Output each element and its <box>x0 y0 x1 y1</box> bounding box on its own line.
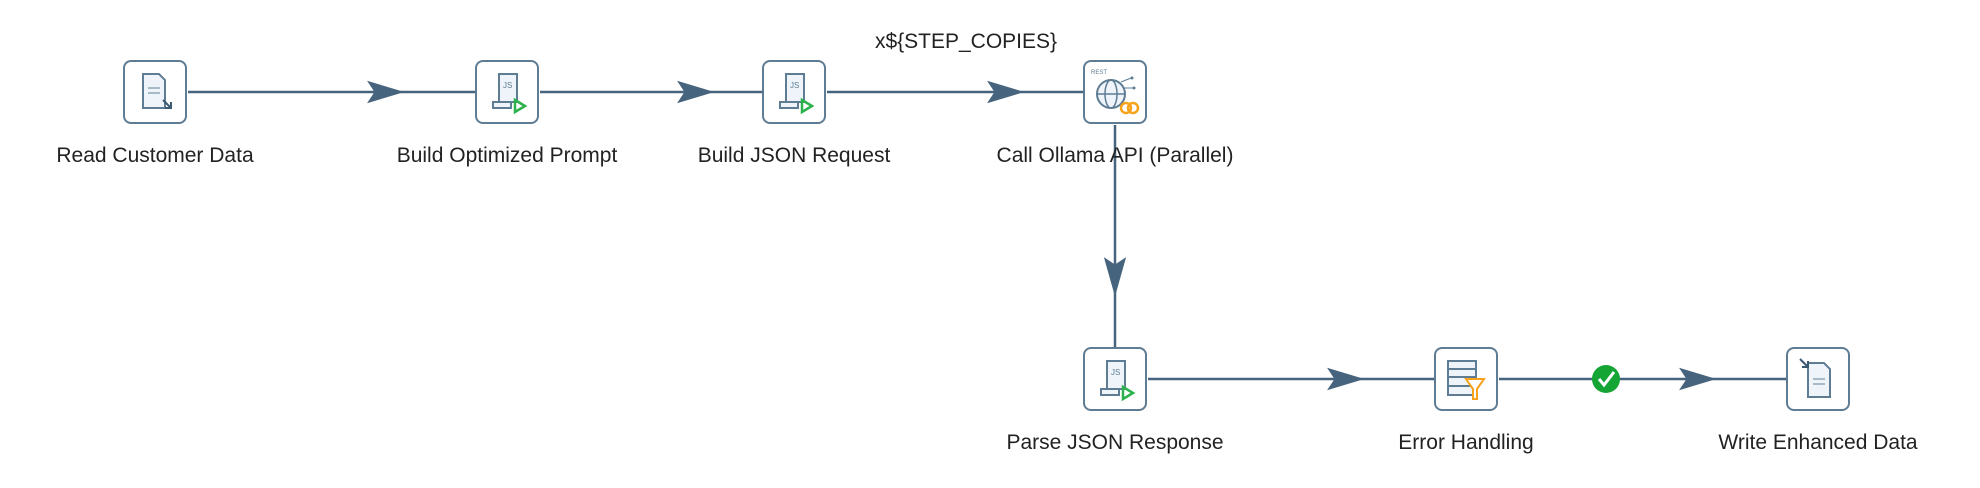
filter-rows-icon <box>1447 360 1486 400</box>
svg-text:REST: REST <box>1091 70 1107 76</box>
step-label: Call Ollama API (Parallel) <box>996 144 1234 167</box>
arrow-head <box>987 80 1025 104</box>
arrow-head <box>1679 367 1717 391</box>
step-label: Read Customer Data <box>56 144 254 167</box>
arrow-head <box>1327 367 1365 391</box>
step-copies-label: x${STEP_COPIES} <box>874 30 1058 53</box>
step-label: Build JSON Request <box>697 144 891 167</box>
step-build-json-request[interactable]: JS <box>762 60 826 124</box>
arrow-head <box>677 80 715 104</box>
rest-client-icon: REST <box>1091 70 1140 115</box>
step-label: Write Enhanced Data <box>1718 431 1918 454</box>
svg-text:JS: JS <box>790 81 799 90</box>
step-label: Build Optimized Prompt <box>396 144 618 167</box>
text-file-output-icon <box>1799 358 1831 398</box>
step-parse-json-response[interactable]: JS <box>1083 347 1147 411</box>
arrow-head <box>367 80 405 104</box>
javascript-step-icon: JS <box>492 73 528 115</box>
step-build-optimized-prompt[interactable]: JS <box>475 60 539 124</box>
step-write-enhanced-data[interactable] <box>1786 347 1850 411</box>
arrow-head <box>1103 257 1127 297</box>
javascript-step-icon: JS <box>1100 360 1136 402</box>
text-file-input-icon <box>142 73 172 109</box>
svg-text:JS: JS <box>503 81 512 90</box>
true-condition-check-icon <box>1592 365 1620 393</box>
step-read-customer-data[interactable] <box>123 60 187 124</box>
svg-text:JS: JS <box>1111 368 1120 377</box>
step-error-handling[interactable] <box>1434 347 1498 411</box>
javascript-step-icon: JS <box>779 73 815 115</box>
step-call-ollama-api[interactable]: REST <box>1083 60 1147 124</box>
step-label: Parse JSON Response <box>1006 431 1224 454</box>
step-label: Error Handling <box>1398 431 1534 454</box>
